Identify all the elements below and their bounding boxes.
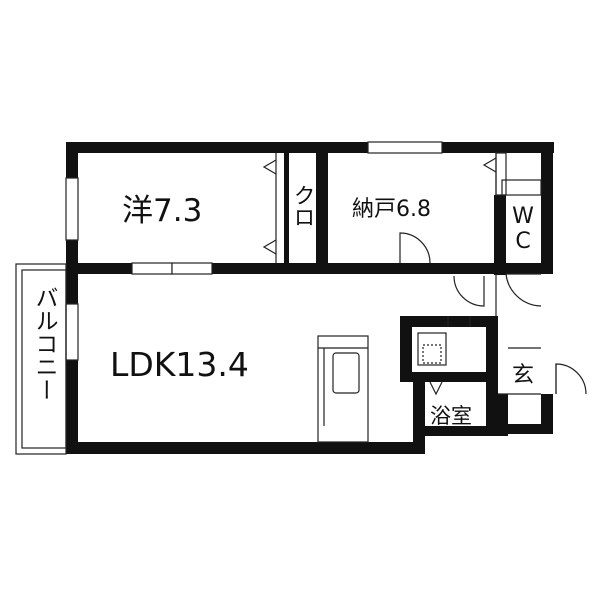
storage-door xyxy=(399,232,431,264)
wc-left-wall xyxy=(494,195,506,275)
washer-pan xyxy=(417,332,447,366)
wc-bottom-wall xyxy=(494,263,553,274)
window-mid-b xyxy=(171,262,213,275)
label-bathroom: 浴室 xyxy=(430,404,472,428)
label-closet: クロ xyxy=(290,184,315,228)
bottom-wall xyxy=(66,442,416,454)
entrance-door xyxy=(555,363,587,395)
label-western-room: 洋7.3 xyxy=(122,193,202,229)
kitchen-sink xyxy=(332,352,360,394)
closet-details xyxy=(262,152,542,263)
wc-door xyxy=(505,273,542,307)
label-storage-room: 納戸6.8 xyxy=(352,197,431,222)
entrance-bottom-wall xyxy=(500,424,553,434)
bathroom-left-wall xyxy=(413,382,425,436)
window-storage-top xyxy=(367,141,443,154)
bath-right-wall xyxy=(486,316,498,426)
kitchen xyxy=(317,335,369,443)
washroom xyxy=(417,316,471,396)
entrance-wall xyxy=(496,394,508,434)
window-mid-a xyxy=(131,262,173,275)
doors xyxy=(399,232,587,395)
label-ldk: LDK13.4 xyxy=(110,345,249,384)
top-wall xyxy=(66,142,554,153)
room-labels: 洋7.3 納戸6.8 LDK13.4 浴室 xyxy=(110,193,472,428)
label-entrance: 玄 xyxy=(512,363,534,388)
bath-mid-wall xyxy=(412,372,498,382)
hall-door xyxy=(453,275,485,307)
room-divider-wall xyxy=(316,142,328,274)
label-wc: WC xyxy=(511,204,536,254)
bath-left-wall xyxy=(400,316,412,382)
label-balcony: バルコニー xyxy=(31,286,58,401)
window-ldk-left xyxy=(65,303,79,361)
bathroom-bottom-wall xyxy=(413,426,508,436)
windows xyxy=(65,141,443,361)
window-west-room xyxy=(65,177,79,241)
vertical-labels: クロ WC バルコニー 玄 xyxy=(31,184,536,401)
washer-drain xyxy=(422,344,442,364)
mid-horizontal-wall xyxy=(66,263,506,274)
right-wall-lower xyxy=(541,394,553,434)
kitchen-counter xyxy=(317,335,369,443)
right-wall-upper xyxy=(541,142,553,270)
balcony xyxy=(15,263,67,455)
closet-divider xyxy=(284,153,289,263)
balcony-inner xyxy=(21,269,67,449)
